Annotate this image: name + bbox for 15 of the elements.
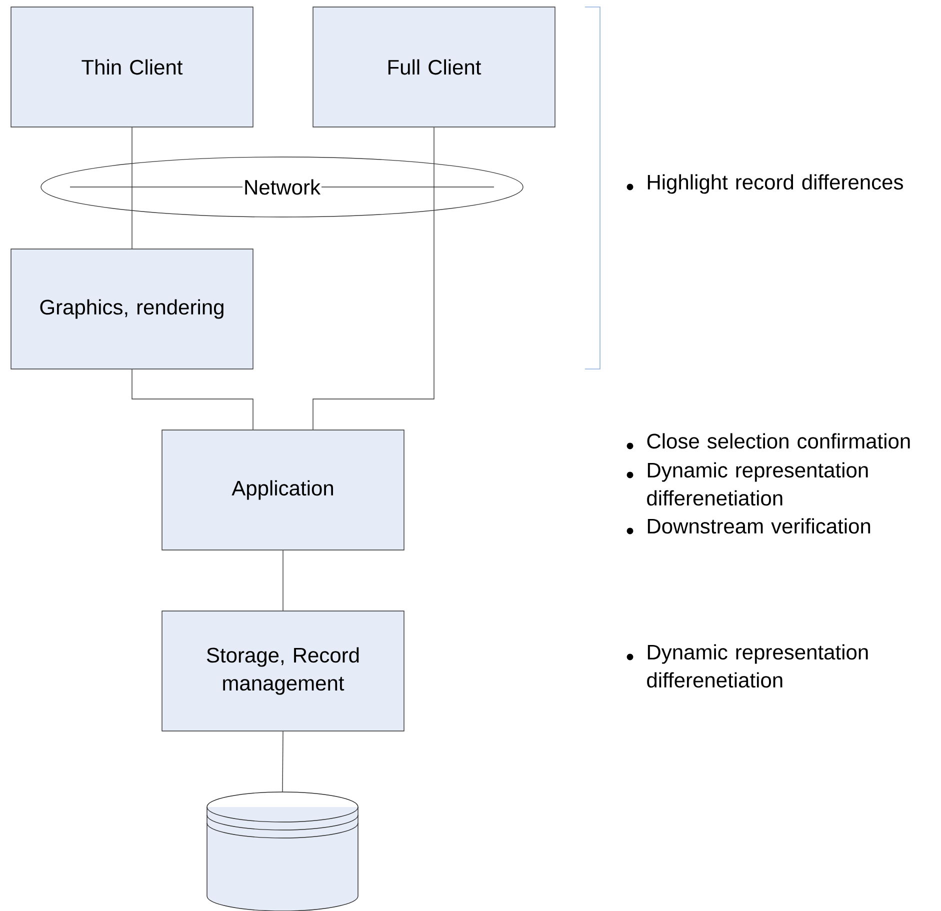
bullet-item: Dynamic representation differenetiation bbox=[626, 462, 868, 506]
process-box: Thin Client bbox=[10, 6, 254, 128]
bullet-item: Downstream verification bbox=[626, 518, 870, 534]
connector-line bbox=[282, 731, 284, 792]
database-cylinder bbox=[206, 792, 358, 911]
process-box: Storage, Record management bbox=[162, 610, 404, 732]
process-box: Full Client bbox=[312, 6, 556, 128]
connector-line bbox=[282, 550, 284, 611]
connector-line bbox=[312, 210, 434, 430]
bullet-item: Close selection confirmation bbox=[626, 433, 910, 450]
connector-line bbox=[132, 369, 254, 430]
bullet-item: Dynamic representation differenetiation bbox=[626, 644, 868, 688]
bullet-item: Highlight record differences bbox=[626, 174, 903, 194]
process-box: Application bbox=[162, 430, 404, 550]
process-box: Graphics, rendering bbox=[10, 248, 254, 370]
